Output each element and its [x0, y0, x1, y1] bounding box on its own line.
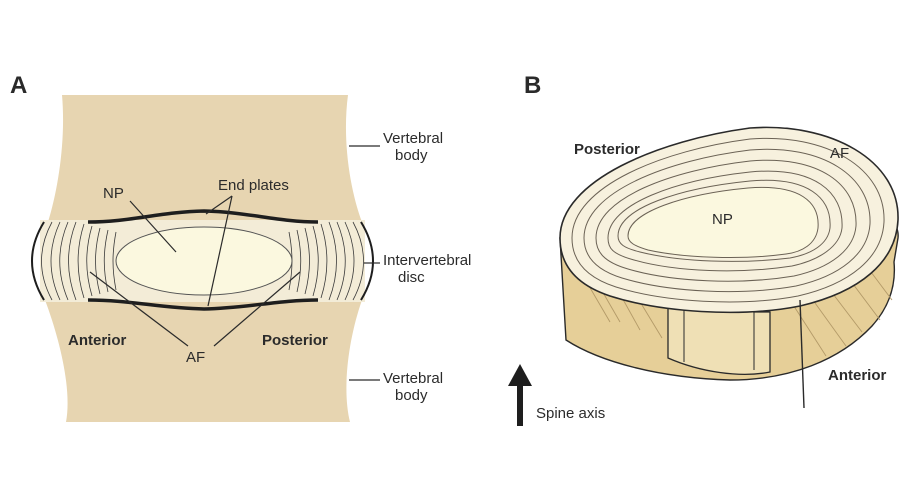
- label-posterior-a: Posterior: [262, 332, 328, 349]
- lower-vertebral-body: [45, 300, 362, 422]
- label-intervertebral-disc: Intervertebral disc: [383, 252, 476, 286]
- spine-axis-arrow: [508, 364, 532, 426]
- label-anterior-b: Anterior: [828, 367, 887, 384]
- disc-cutout-notch: [667, 297, 771, 375]
- nucleus-pulposus-b: [627, 186, 819, 258]
- label-vertebral-body-top: Vertebral body: [383, 130, 447, 164]
- label-af-a: AF: [186, 349, 205, 366]
- label-vertebral-body-bottom: Vertebral body: [383, 370, 447, 404]
- label-np-a: NP: [103, 185, 124, 202]
- upper-end-plate: [87, 209, 319, 224]
- label-np-b: NP: [712, 211, 733, 228]
- upper-vertebral-body: [48, 95, 362, 222]
- label-spine-axis: Spine axis: [536, 405, 605, 422]
- panel-a-letter: A: [10, 72, 27, 99]
- label-af-b: AF: [830, 145, 849, 162]
- lower-end-plate: [87, 298, 319, 311]
- panel-b-letter: B: [524, 72, 541, 99]
- nucleus-pulposus-a: [115, 226, 293, 296]
- label-anterior-a: Anterior: [68, 332, 127, 349]
- panel-a-leader-lines: [89, 145, 380, 381]
- panel-a: A: [10, 72, 476, 422]
- af-leader-b: [799, 299, 805, 409]
- label-end-plates: End plates: [218, 177, 289, 194]
- label-posterior-b: Posterior: [574, 141, 640, 158]
- panel-b: B: [508, 72, 899, 426]
